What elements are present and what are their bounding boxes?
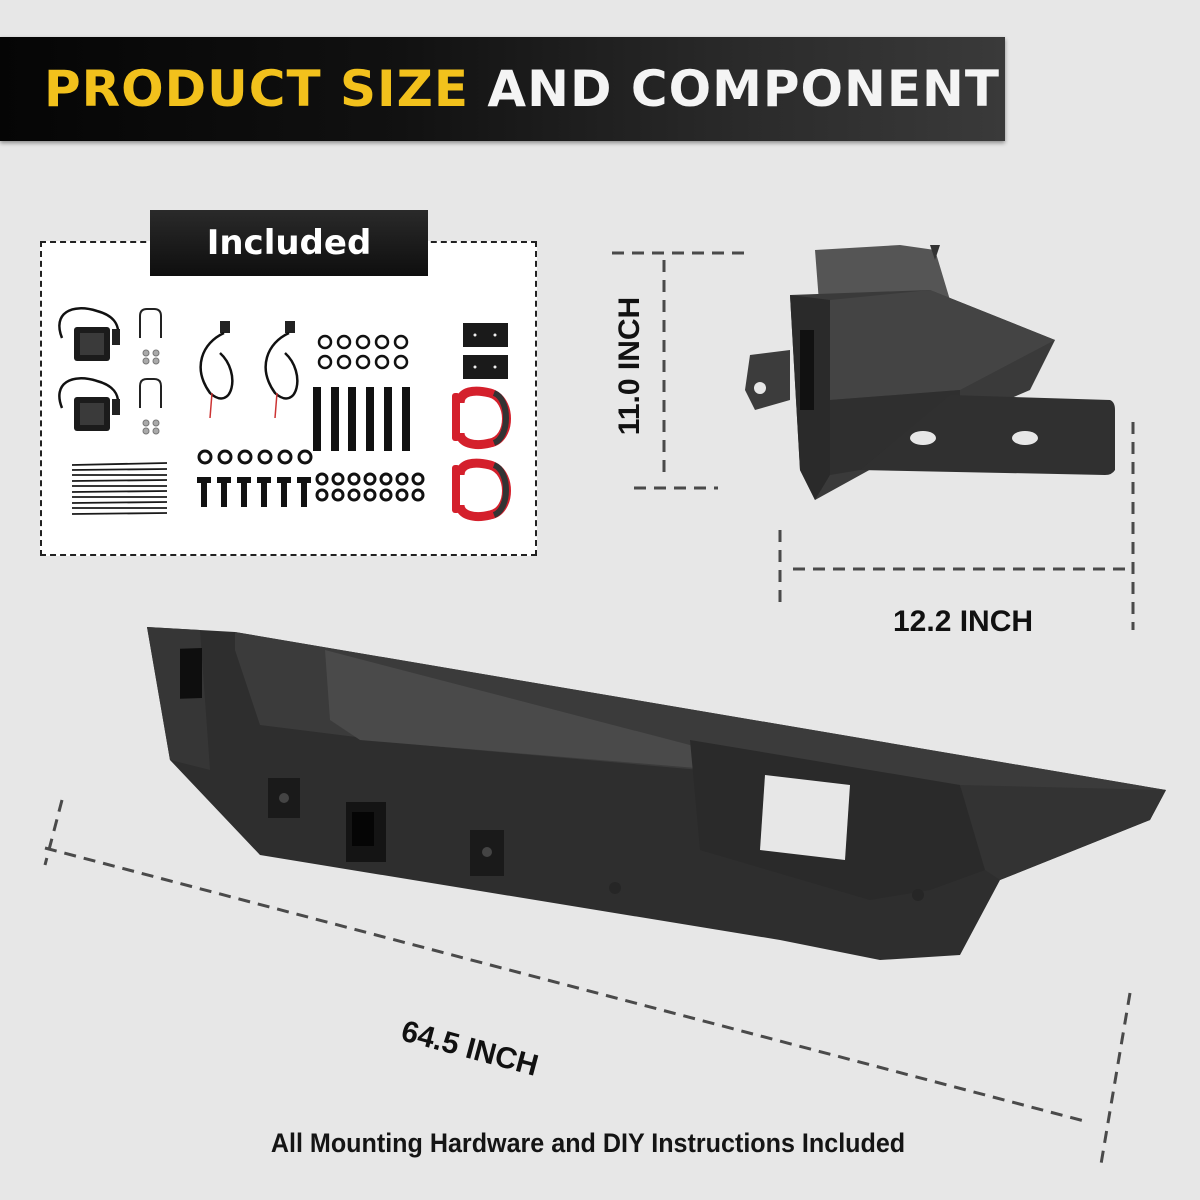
footer-note: All Mounting Hardware and DIY Instructio… xyxy=(270,1128,906,1158)
width-dimension-label: 64.5 INCH xyxy=(397,1014,542,1083)
side-bracket-illustration xyxy=(745,245,1115,500)
banner-title-highlight: PRODUCT SIZE xyxy=(44,60,469,118)
bracket-plate-icon xyxy=(463,323,508,379)
cable-tie-icon xyxy=(71,462,168,515)
bolt-icon xyxy=(197,477,311,507)
title-banner: PRODUCT SIZE AND COMPONENT xyxy=(0,37,1005,141)
long-bolt-icon xyxy=(313,387,410,451)
width-dimension-line xyxy=(43,799,1132,1171)
depth-dimension-line xyxy=(778,422,1135,630)
depth-dimension-label: 12.2 INCH xyxy=(893,605,1034,638)
rear-bumper-illustration xyxy=(147,627,1166,960)
included-components-panel xyxy=(40,241,537,556)
led-pod-light-icon xyxy=(58,307,120,431)
included-items-illustration xyxy=(58,307,511,522)
wiring-harness-icon xyxy=(199,321,299,419)
banner-title-rest: AND COMPONENT xyxy=(487,60,1000,118)
nut-icon xyxy=(197,449,313,465)
banner-title: PRODUCT SIZE AND COMPONENT xyxy=(44,61,1000,117)
included-label: Included xyxy=(206,223,372,263)
washer-icon xyxy=(315,472,425,502)
u-bolt-icon xyxy=(139,308,162,435)
washer-icon xyxy=(317,334,409,370)
included-label-tab: Included xyxy=(150,210,428,276)
d-ring-shackle-icon xyxy=(452,386,511,522)
height-dimension-label: 11.0 INCH xyxy=(613,296,646,436)
